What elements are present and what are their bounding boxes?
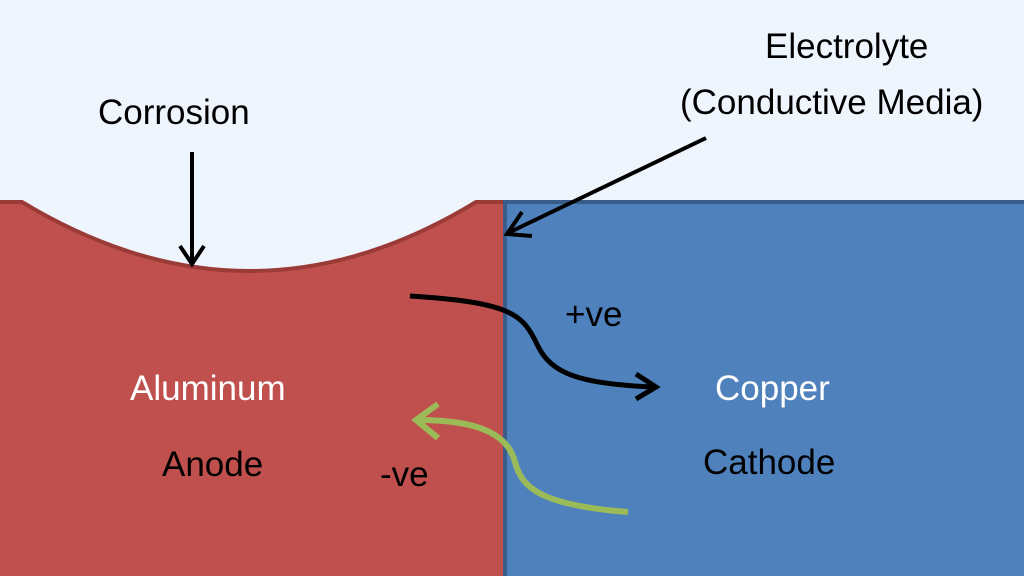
negative-flow-label: -ve <box>380 455 429 494</box>
aluminum-label: Aluminum <box>130 369 286 408</box>
electrolyte-label-line1: Electrolyte <box>765 27 928 66</box>
electrolyte-label-line2: (Conductive Media) <box>680 83 983 122</box>
electrolyte-arrow <box>503 136 707 238</box>
negative-current-arrow <box>411 401 629 515</box>
aluminum-anode-block <box>0 200 507 576</box>
corrosion-arrow <box>178 152 206 268</box>
anode-label: Anode <box>162 445 263 484</box>
positive-current-arrow <box>409 293 661 402</box>
copper-cathode-block <box>503 200 1024 576</box>
copper-label: Copper <box>715 369 830 408</box>
positive-flow-label: +ve <box>565 295 622 334</box>
cathode-label: Cathode <box>703 443 835 482</box>
corrosion-label: Corrosion <box>98 93 250 132</box>
